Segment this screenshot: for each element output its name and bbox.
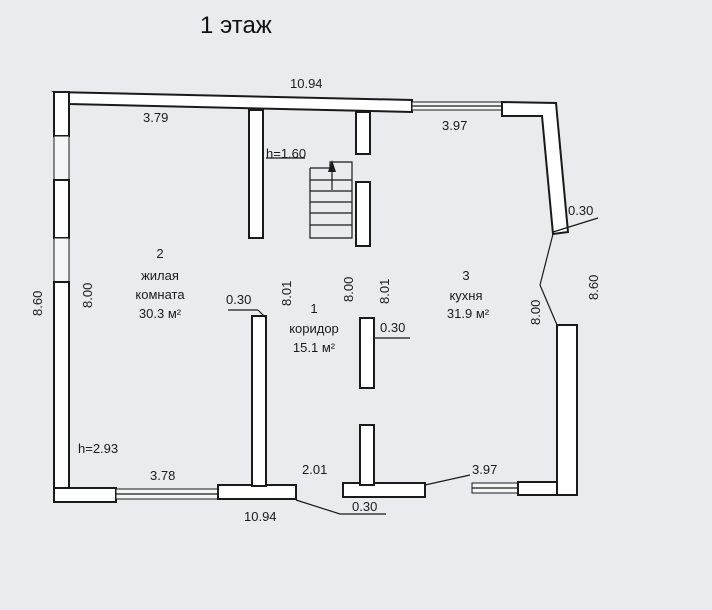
dim-bottom-right-window: 3.97 [472, 462, 497, 477]
room-height-label: h=2.93 [78, 441, 118, 456]
stair-height-label: h=1.60 [266, 146, 306, 161]
room-living-name-line2: комната [135, 287, 185, 302]
room-kitchen-area: 31.9 м² [447, 306, 490, 321]
dim-right-outer: 8.60 [586, 275, 601, 300]
room-living-name-line1: жилая [141, 268, 179, 283]
room-corridor: 1 коридор 15.1 м² [289, 301, 339, 355]
dim-partition-right: 8.01 [377, 279, 392, 304]
staircase [309, 160, 353, 239]
dim-entrance: 2.01 [302, 462, 327, 477]
wall-top-left [51, 90, 413, 114]
dim-left-outer: 8.60 [30, 291, 45, 316]
dim-bottom-total: 10.94 [244, 509, 277, 524]
leader-living-thickness-tick [257, 309, 267, 319]
leader-bottom-thickness [295, 499, 386, 515]
floor-title: 1 этаж [200, 12, 272, 39]
dim-right-inner: 8.00 [528, 300, 543, 325]
dim-partition-left: 8.01 [279, 281, 294, 306]
room-kitchen-name: кухня [449, 288, 482, 303]
wall-top-right [501, 100, 570, 236]
dim-top-left-window: 3.79 [143, 110, 168, 125]
window-left-lower [53, 237, 70, 283]
leader-right-thickness [552, 217, 599, 233]
door-swing-lower [539, 284, 558, 326]
room-living-area: 30.3 м² [139, 306, 182, 321]
partition-living-bottom [251, 315, 267, 487]
partition-stair-bottom [355, 181, 371, 247]
dim-corridor-thickness: 0.30 [380, 320, 405, 335]
wall-bottom-middle-right [342, 482, 426, 498]
room-corridor-name: коридор [289, 321, 339, 336]
window-left-upper [53, 135, 70, 181]
wall-bottom-left [53, 487, 117, 503]
wall-right-lower [556, 324, 578, 496]
dim-corridor-inner: 8.00 [341, 277, 356, 302]
wall-left-pier [53, 179, 70, 239]
room-living-number: 2 [156, 246, 163, 261]
wall-left-bottom [53, 281, 70, 503]
room-kitchen: 3 кухня 31.9 м² [447, 268, 490, 321]
wall-left-top [53, 91, 70, 137]
dim-bottom-left-window: 3.78 [150, 468, 175, 483]
partition-stair-top [355, 111, 371, 155]
dim-right-thickness: 0.30 [568, 203, 593, 218]
room-living: 2 жилая комната 30.3 м² [135, 246, 185, 321]
dim-top-right-window: 3.97 [442, 118, 467, 133]
leader-bottom-right-window [424, 474, 471, 486]
wall-bottom-middle-left [217, 484, 297, 500]
room-corridor-number: 1 [310, 301, 317, 316]
room-corridor-area: 15.1 м² [293, 340, 336, 355]
dim-bottom-thickness: 0.30 [352, 499, 377, 514]
dim-left-inner: 8.00 [80, 283, 95, 308]
door-swing-upper [539, 233, 554, 286]
partition-living-top [248, 109, 264, 239]
room-kitchen-number: 3 [462, 268, 469, 283]
dim-top-total: 10.94 [290, 76, 323, 91]
partition-corridor-bottom [359, 424, 375, 486]
partition-corridor-middle [359, 317, 375, 389]
dim-living-thickness: 0.30 [226, 292, 251, 307]
